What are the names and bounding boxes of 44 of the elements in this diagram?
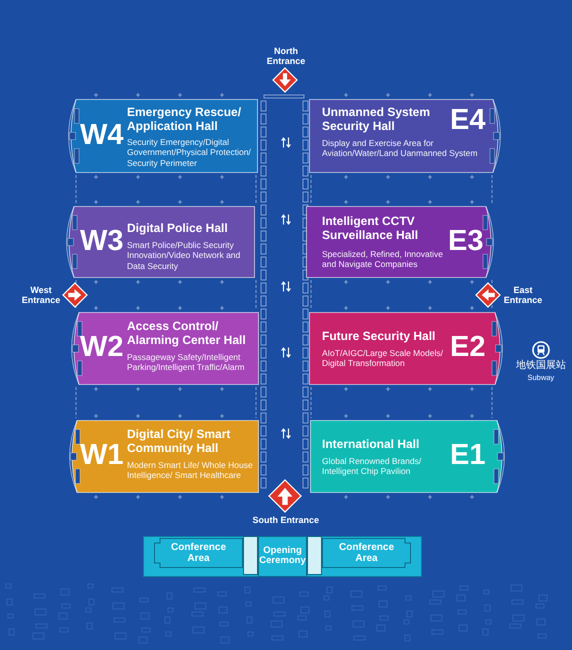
hall-description: AIoT/AIGC/Large Scale Models/ Digital Transformation (322, 348, 444, 369)
entrance-label: West Entrance (20, 284, 62, 306)
hall-code: W4 (80, 121, 124, 150)
hall-code: W1 (80, 441, 124, 470)
hall-description: Specialized, Refined, Innovative and Navigate Companies (322, 249, 444, 270)
exhibition-hall (68, 99, 258, 173)
room-label: Opening Ceremony (259, 546, 306, 568)
exhibition-hall (309, 99, 501, 173)
exhibition-hall (306, 206, 494, 278)
hall-code: E1 (450, 441, 486, 470)
entrance-label: East Entrance (503, 284, 543, 306)
hall-code: E4 (450, 106, 486, 135)
hall-description: Modern Smart Life/ Whole House Intelligence/ Smart Healthcare (127, 460, 254, 481)
station-name: 地铁国展站 (516, 360, 566, 372)
conference-room (322, 538, 411, 568)
room-label: Conference Area (170, 542, 227, 564)
hall-description: Smart Police/Public Security Innovation/Video Network and Data Security (127, 240, 242, 272)
hall-title: Future Security Hall (322, 329, 436, 344)
hall-description: Passageway Safety/Intelligent Parking/Intelligent Traffic/Alarm (127, 352, 246, 373)
hall-title: International Hall (322, 437, 420, 452)
exhibition-hall (66, 206, 255, 278)
exhibition-hall (310, 420, 505, 493)
hall-title: Emergency Rescue/ Application Hall (127, 105, 242, 134)
hall-code: E2 (450, 333, 486, 362)
exhibition-hall (71, 312, 259, 385)
room-label: Conference Area (338, 542, 395, 564)
exhibition-hall (309, 312, 503, 385)
conference-zone (143, 536, 422, 577)
hall-description: Global Renowned Brands/ Intelligent Chip Pavilion (322, 456, 422, 477)
hall-title: Digital Police Hall (127, 221, 228, 236)
hall-code: W2 (80, 333, 124, 362)
hall-description: Security Emergency/Digital Government/Physical Protection/ Security Perimeter (127, 137, 252, 168)
exhibition-hall (69, 420, 259, 493)
hall-title: Unmanned System Security Hall (322, 105, 432, 134)
hall-title: Digital City/ Smart Community Hall (127, 427, 232, 456)
hall-description: Display and Exercise Area for Aviation/Water/Land Uanmanned System (322, 138, 478, 159)
hall-title: Access Control/ Alarming Center Hall (127, 319, 247, 348)
ceremony-room (258, 536, 307, 577)
conference-room (154, 538, 243, 568)
hall-code: E3 (448, 227, 484, 256)
entrance-label: North Entrance (266, 46, 306, 66)
entrance-label: South Entrance (252, 515, 320, 526)
hall-code: W3 (80, 227, 124, 256)
hall-title: Intelligent CCTV Surveillance Hall (322, 214, 420, 243)
